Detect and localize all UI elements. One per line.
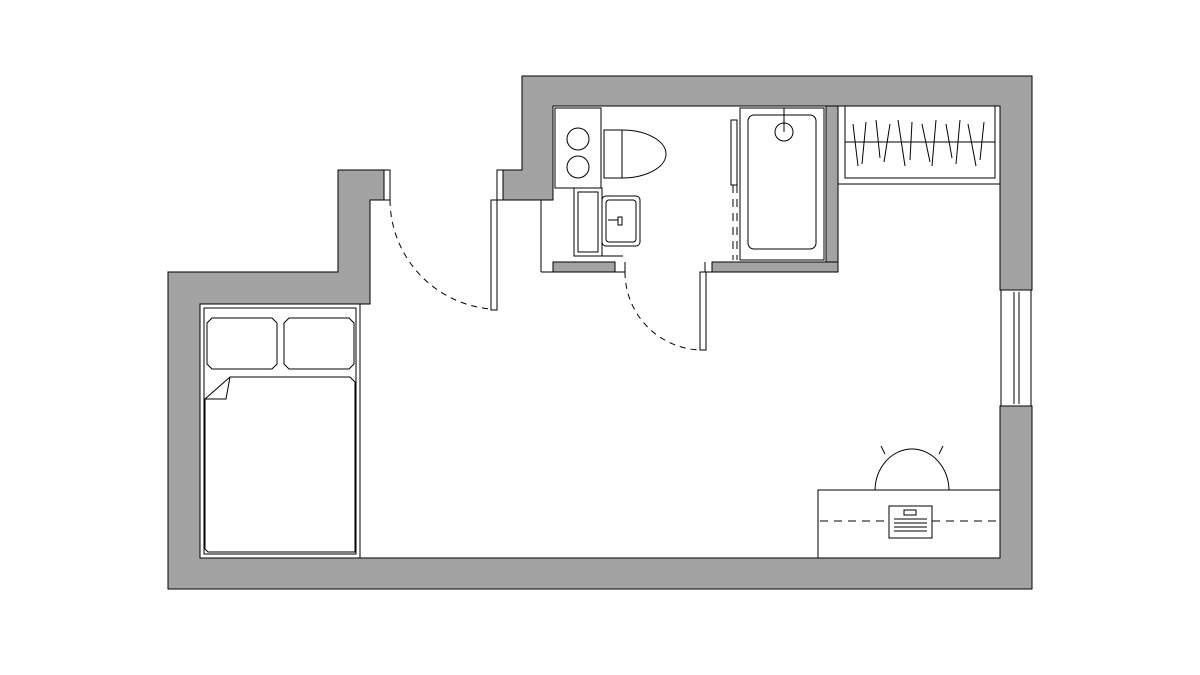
bathroom-wall-right [711, 261, 839, 273]
bathroom-wall-divider [825, 105, 839, 263]
toilet [603, 129, 667, 179]
bathroom-wall-left [552, 261, 616, 273]
pillow [283, 317, 355, 370]
wall-inner-lines [540, 200, 838, 273]
hob [554, 107, 602, 189]
window [1000, 289, 1032, 407]
hangers [852, 119, 985, 167]
pillow [206, 317, 278, 370]
sink-counter [573, 187, 641, 257]
entrance-door [383, 169, 504, 311]
duvet [204, 376, 356, 553]
laptop [888, 505, 933, 539]
walls [167, 75, 1033, 590]
outer-wall-top [502, 75, 1033, 291]
wardrobe [837, 105, 1001, 185]
bathtub [730, 107, 825, 261]
chair [874, 445, 950, 492]
double-bed [199, 303, 361, 559]
bathroom-door [624, 271, 707, 351]
